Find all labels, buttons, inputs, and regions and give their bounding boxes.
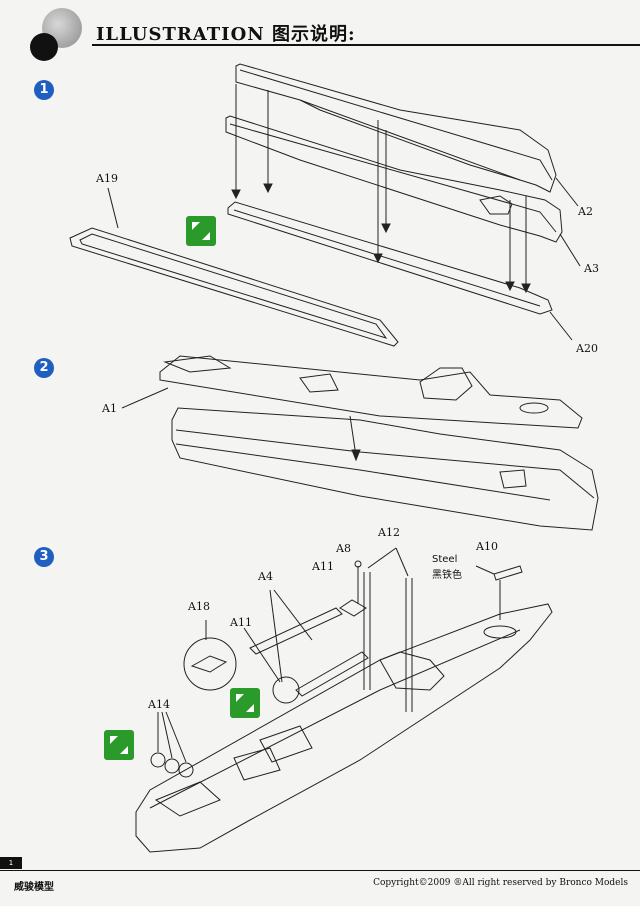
step-3-badge: 3 — [34, 547, 54, 567]
part-a20-drawing — [227, 201, 553, 315]
header-decoration-dot — [30, 33, 58, 61]
hull-assembly-step-3-drawing — [135, 603, 553, 853]
copyright-notice: Copyright©2009 ®All right reserved by Br… — [373, 878, 628, 888]
label-a19: A19 — [96, 172, 118, 185]
label-steel: Steel — [432, 554, 458, 565]
part-a8-drawing — [339, 560, 367, 617]
label-steel-cn: 黑铁色 — [432, 570, 462, 581]
part-a19-drawing — [69, 227, 399, 347]
label-a10: A10 — [476, 540, 498, 553]
part-a14-drawing — [150, 711, 194, 778]
label-a18: A18 — [188, 600, 210, 613]
step-1-arrows — [231, 84, 531, 294]
cement-glue-icon — [186, 216, 216, 246]
label-a12: A12 — [378, 526, 400, 539]
step-1-badge: 1 — [34, 80, 54, 100]
part-a2-drawing — [235, 63, 557, 193]
header-rule — [92, 44, 640, 46]
label-a14: A14 — [148, 698, 170, 711]
page-header: ILLUSTRATION 图示说明: — [0, 0, 640, 61]
part-a18-callout — [183, 620, 237, 691]
part-a12-drawing — [363, 572, 413, 712]
label-a11-top: A11 — [312, 560, 334, 573]
label-a2: A2 — [578, 205, 593, 218]
step-2-badge: 2 — [34, 358, 54, 378]
hull-assembly-step-2-drawing — [171, 407, 599, 531]
label-a11-mid: A11 — [230, 616, 252, 629]
part-a1-drawing — [159, 355, 583, 429]
label-a1: A1 — [102, 402, 117, 415]
footer-rule — [0, 870, 640, 871]
brand-name: 威骏模型 — [14, 882, 54, 893]
label-a8: A8 — [336, 542, 351, 555]
label-a3: A3 — [584, 262, 599, 275]
page-number: 1 — [0, 857, 22, 869]
part-a4-drawing — [249, 607, 369, 697]
cement-glue-icon — [230, 688, 260, 718]
label-a20: A20 — [576, 342, 598, 355]
page-title: ILLUSTRATION 图示说明: — [96, 24, 356, 45]
label-a4: A4 — [258, 570, 273, 583]
cement-glue-icon — [104, 730, 134, 760]
part-a10-drawing — [493, 565, 523, 620]
